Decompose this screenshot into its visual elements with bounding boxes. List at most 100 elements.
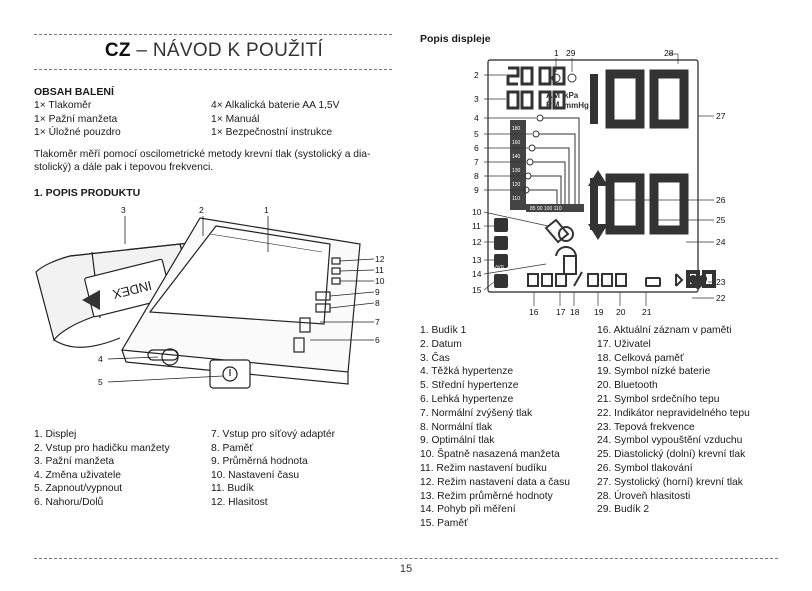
lcd-callout-2: 2 <box>474 70 479 80</box>
list-item: 8. Paměť <box>211 442 254 454</box>
product-right-list: 7. Vstup pro síťový adaptér 8. Paměť 9. … <box>211 428 335 509</box>
list-item: 28. Úroveň hlasitosti <box>597 490 691 502</box>
list-item: 13. Režim průměrné hodnoty <box>420 490 553 502</box>
callout-7: 7 <box>375 317 380 327</box>
lcd-am: AM <box>546 90 560 100</box>
list-item: 17. Uživatel <box>597 338 651 350</box>
list-item: 7. Vstup pro síťový adaptér <box>211 429 336 440</box>
list-item: 7. Normální zvýšený tlak <box>420 407 533 419</box>
lcd-callout-13: 13 <box>472 255 482 265</box>
lcd-callout-5: 5 <box>474 129 479 139</box>
lcd-callout-6: 6 <box>474 143 479 153</box>
display-heading: Popis displeje <box>420 33 491 45</box>
list-item: 9. Průměrná hodnota <box>211 456 308 467</box>
list-item: 12. Režim nastavení data a času <box>420 476 570 488</box>
package-heading: OBSAH BALENÍ <box>34 86 114 98</box>
callout-2: 2 <box>199 205 204 215</box>
list-item: 10. Nastavení času <box>211 469 300 481</box>
display-right-list: 16. Aktuální záznam v paměti 17. Uživate… <box>597 324 750 517</box>
list-item: 4. Změna uživatele <box>34 469 121 481</box>
callout-11: 11 <box>375 265 384 275</box>
list-item: 12. Hlasitost <box>211 496 268 508</box>
list-item: 25. Diastolický (dolní) krevní tlak <box>597 449 746 461</box>
list-item: 6. Lehká hypertenze <box>420 393 514 405</box>
list-item: 19. Symbol nízké baterie <box>597 366 711 378</box>
product-illustration: INDEX <box>35 216 375 389</box>
lcd-mmhg: mmHg <box>564 101 589 110</box>
page-title: CZ – NÁVOD K POUŽITÍ <box>104 40 324 61</box>
lcd-callout-20: 20 <box>616 307 626 317</box>
list-item: 14. Pohyb při měření <box>420 504 516 516</box>
lcd-diagram: AM PM kPa mmHg 180 160 140 130 120 110 8… <box>472 50 726 317</box>
bottom-dash-line <box>34 558 778 559</box>
product-heading: 1. POPIS PRODUKTU <box>34 187 141 199</box>
lcd-callout-3: 3 <box>474 94 479 104</box>
list-item: 11. Budík <box>211 483 254 494</box>
lcd-callout-12: 12 <box>472 237 482 247</box>
scale-140: 140 <box>512 154 521 160</box>
list-item: 1× Manuál <box>211 113 260 125</box>
scale-180: 180 <box>512 126 521 132</box>
lcd-callout-11: 11 <box>472 221 481 231</box>
list-item: 5. Střední hypertenze <box>420 380 519 392</box>
top-dash-line <box>34 34 392 35</box>
list-item: 18. Celková paměť <box>597 352 684 364</box>
title-dash-line <box>34 69 392 70</box>
intro-text: Tlakoměr měří pomocí oscilometrické meto… <box>34 149 371 173</box>
lcd-callout-17: 17 <box>556 307 566 317</box>
lcd-pm: PM <box>546 100 560 110</box>
list-item: 3. Čas <box>420 352 450 364</box>
list-item: 1× Pažní manžeta <box>34 113 118 125</box>
list-item: 1× Tlakoměr <box>34 100 92 111</box>
lcd-callout-21: 21 <box>642 307 652 317</box>
lcd-kpa: kPa <box>564 91 579 100</box>
list-item: 4× Alkalická baterie AA 1,5V <box>211 100 340 111</box>
list-item: 1× Bezpečnostní instrukce <box>211 127 333 138</box>
lcd-callout-10: 10 <box>472 207 482 217</box>
callout-9: 9 <box>375 287 380 297</box>
product-callout-numbers: 3 2 1 12 11 10 9 8 7 6 4 5 <box>98 205 385 387</box>
lcd-callout-15: 15 <box>472 285 482 295</box>
scale-110: 110 <box>512 196 520 202</box>
callout-10: 10 <box>375 276 385 286</box>
lcd-callout-28: 28 <box>664 50 674 58</box>
list-item: 1× Úložné pouzdro <box>34 127 121 138</box>
list-item: 3. Pažní manžeta <box>34 456 115 467</box>
list-item: 6. Nahoru/Dolů <box>34 496 104 508</box>
scale-160: 160 <box>512 140 521 146</box>
callout-12: 12 <box>375 254 385 264</box>
list-item: 26. Symbol tlakování <box>597 462 693 474</box>
list-item: 4. Těžká hypertenze <box>420 366 514 378</box>
lcd-avg: AVG <box>495 264 505 269</box>
lcd-callout-22: 22 <box>716 293 726 303</box>
callout-1: 1 <box>264 205 269 215</box>
lcd-callout-9: 9 <box>474 185 479 195</box>
lcd-callout-24: 24 <box>716 237 726 247</box>
callout-8: 8 <box>375 298 380 308</box>
lcd-callout-18: 18 <box>570 307 580 317</box>
list-item: 22. Indikátor nepravidelného tepu <box>597 407 750 419</box>
callout-4: 4 <box>98 354 103 364</box>
list-item: 1. Budík 1 <box>420 325 467 336</box>
list-item: 11. Režim nastavení budíku <box>420 462 547 474</box>
lcd-callout-8: 8 <box>474 171 479 181</box>
list-item: 1. Displej <box>34 429 77 440</box>
list-item: 9. Optimální tlak <box>420 435 495 447</box>
product-left-list: 1. Displej 2. Vstup pro hadičku manžety … <box>34 428 170 509</box>
lcd-bottom-scale: 85 90 100 110 <box>530 206 562 212</box>
lcd-callout-29: 29 <box>566 50 576 58</box>
callout-5: 5 <box>98 377 103 387</box>
package-left-list: 1× Tlakoměr 1× Pažní manžeta 1× Úložné p… <box>34 99 121 140</box>
scale-120: 120 <box>512 182 521 188</box>
list-item: 24. Symbol vypouštění vzduchu <box>597 435 743 447</box>
scale-130: 130 <box>512 168 521 174</box>
display-left-list: 1. Budík 1 2. Datum 3. Čas 4. Těžká hype… <box>420 324 570 531</box>
lcd-callout-25: 25 <box>716 215 726 225</box>
list-item: 29. Budík 2 <box>597 504 650 516</box>
callout-6: 6 <box>375 335 380 345</box>
list-item: 5. Zapnout/vypnout <box>34 483 123 494</box>
list-item: 23. Tepová frekvence <box>597 421 695 433</box>
list-item: 20. Bluetooth <box>597 380 658 392</box>
list-item: 27. Systolický (horní) krevní tlak <box>597 476 743 488</box>
page-number: 15 <box>399 563 413 575</box>
